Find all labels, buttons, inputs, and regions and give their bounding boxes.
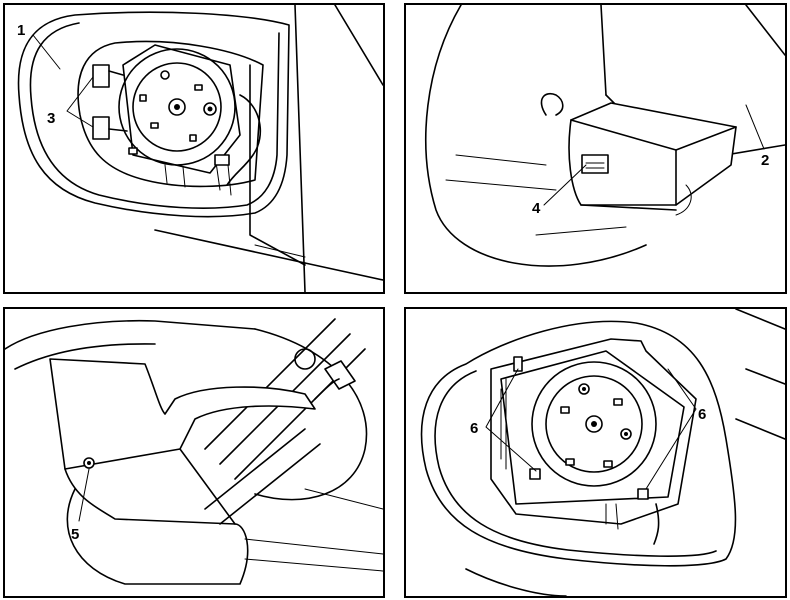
callout-4: 4 (532, 200, 541, 217)
callout-2: 2 (761, 152, 769, 169)
callout-6-right: 6 (698, 406, 706, 423)
callout-1: 1 (17, 22, 25, 39)
callout-5: 5 (71, 526, 79, 543)
callout-6-left: 6 (470, 420, 478, 437)
panel-4-actuator-clips: 6 6 (404, 307, 787, 598)
panel-4-drawing: 6 6 (420, 309, 785, 596)
panel-1-mirror-actuator: 1 3 (3, 3, 385, 294)
panel-1-drawing: 1 3 (17, 5, 383, 292)
panel-2-lower-cover: 2 4 (404, 3, 787, 294)
panel-2-drawing: 2 4 (425, 5, 785, 267)
panel-3-mirror-mount: 5 (3, 307, 385, 598)
callout-3: 3 (47, 110, 55, 127)
panel-3-drawing: 5 (5, 318, 383, 585)
